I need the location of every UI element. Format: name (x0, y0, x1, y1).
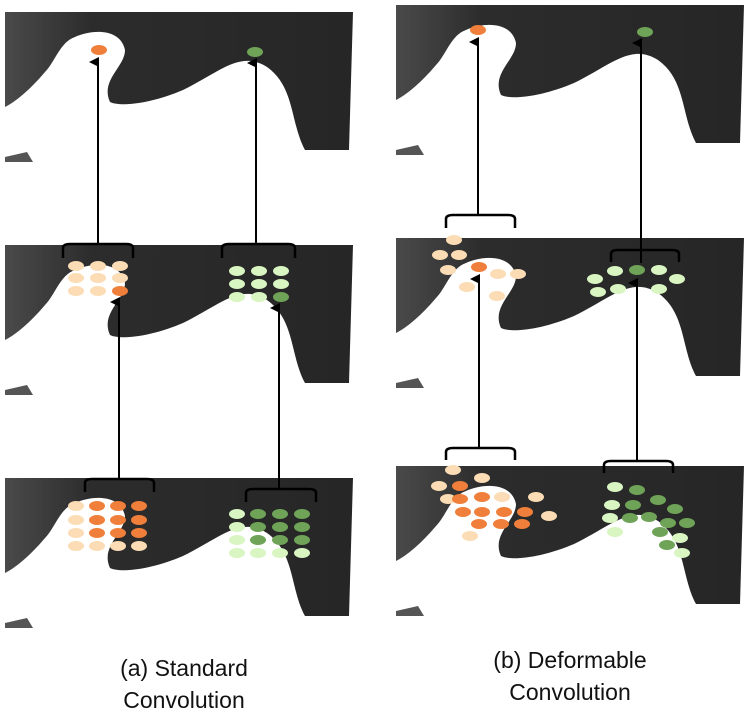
standard-middle-green-grid (229, 266, 289, 302)
standard-top-feature-map (5, 12, 353, 162)
deformable-middle-right-bracket (609, 248, 681, 262)
deformable-middle-feature-map (396, 238, 744, 388)
deformable-middle-orange-points (432, 235, 526, 301)
standard-top-orange-point (91, 45, 107, 55)
deformable-middle-left-bracket (444, 213, 517, 228)
deformable-convolution-caption: (b) Deformable Convolution (400, 644, 740, 708)
deformable-caption-line2: Convolution (509, 679, 631, 705)
standard-bottom-right-bracket (244, 487, 318, 502)
deformable-top-feature-map (396, 5, 744, 155)
deformable-bottom-orange-points (431, 465, 557, 541)
deformable-top-green-point (637, 27, 653, 37)
deformable-bottom-feature-map (396, 466, 744, 616)
standard-caption-line2: Convolution (123, 687, 245, 713)
standard-bottom-green-grid (229, 509, 310, 558)
standard-bottom-orange-grid (68, 501, 147, 551)
deformable-caption-line1: (b) Deformable (493, 647, 647, 673)
deformable-convolution-column (396, 5, 744, 616)
standard-middle-orange-grid (68, 261, 128, 296)
deformable-middle-green-points (587, 265, 685, 297)
standard-convolution-column (5, 12, 353, 628)
standard-convolution-caption: (a) Standard Convolution (14, 652, 354, 716)
deformable-bottom-left-bracket (444, 446, 517, 460)
deformable-bottom-green-points (602, 482, 695, 558)
standard-caption-line1: (a) Standard (120, 655, 248, 681)
deformable-bottom-right-bracket (602, 459, 675, 473)
standard-middle-feature-map (5, 245, 353, 395)
standard-top-green-point (247, 47, 263, 57)
deformable-top-orange-point (470, 25, 486, 35)
standard-middle-right-bracket (220, 242, 297, 258)
